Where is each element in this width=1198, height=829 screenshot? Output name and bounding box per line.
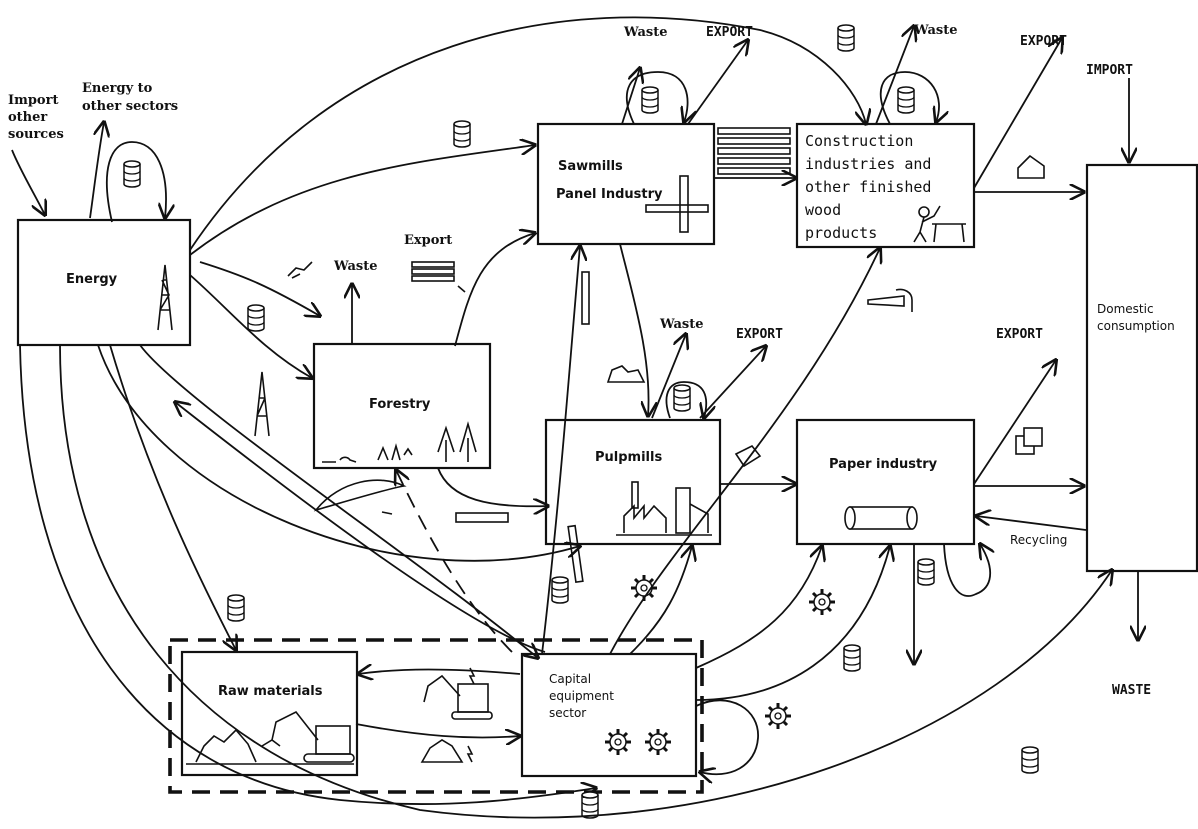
energy-other-label-2: other sectors [82, 99, 178, 114]
barrel-icon [844, 645, 860, 671]
node-construction: Construction industries and other finish… [797, 124, 974, 247]
node-raw-materials: Raw materials [182, 652, 357, 775]
construction-line-4: wood [805, 201, 841, 219]
waste-pulp-label: Waste [659, 317, 704, 332]
barrel-icon [454, 121, 470, 147]
barrel-icon [248, 305, 264, 331]
barrel-icon [674, 385, 690, 411]
barrel-icon [124, 161, 140, 187]
paper-industry-label: Paper industry [829, 457, 938, 472]
node-sawmills: Sawmills Panel Industry [538, 124, 714, 244]
node-forestry: Forestry [314, 344, 490, 468]
capital-line-3: sector [549, 706, 586, 720]
domestic-line-2: consumption [1097, 319, 1175, 333]
import-other-label-3: sources [8, 127, 64, 142]
energy-label: Energy [66, 272, 118, 287]
barrel-icon [1022, 747, 1038, 773]
gear-icon [631, 575, 657, 601]
node-domestic: Domestic consumption [1087, 165, 1197, 571]
export-pulp-label: EXPORT [736, 327, 783, 342]
hammer-icon [868, 289, 912, 312]
domestic-line-1: Domestic [1097, 302, 1154, 316]
construction-line-1: Construction [805, 132, 913, 150]
capital-line-1: Capital [549, 672, 591, 686]
import-other-label-1: Import [8, 93, 58, 108]
waste-sawmills-label: Waste [623, 25, 668, 40]
barrel-icon [582, 792, 598, 818]
recycling-label: Recycling [1010, 533, 1067, 547]
construction-line-3: other finished [805, 178, 931, 196]
waste-construction-label: Waste [913, 23, 958, 38]
paper-sheets-icon [1016, 428, 1042, 454]
capital-line-2: equipment [549, 689, 614, 703]
node-capital-equipment: Capital equipment sector [522, 654, 696, 776]
barrel-icon [918, 559, 934, 585]
node-paper: Paper industry [797, 420, 974, 544]
gear-icon [765, 703, 791, 729]
panel-industry-label: Panel Industry [556, 187, 663, 202]
construction-line-2: industries and [805, 155, 931, 173]
export-sawmills-label: EXPORT [706, 25, 753, 40]
export-forestry-label: Export [404, 233, 452, 248]
excavator-icon [424, 668, 492, 719]
house-icon [1018, 156, 1044, 178]
ore-pile-icon [422, 740, 472, 762]
barrel-icon [552, 577, 568, 603]
node-energy: Energy [18, 220, 190, 345]
barrel-icon [642, 87, 658, 113]
gear-icon [809, 589, 835, 615]
barrel-icon [838, 25, 854, 51]
sawmills-label: Sawmills [558, 159, 623, 174]
barrel-icon [898, 87, 914, 113]
forestry-label: Forestry [369, 397, 431, 412]
export-paper-label: EXPORT [996, 327, 1043, 342]
pulp-roll-icon [736, 446, 760, 466]
barrel-icon [228, 595, 244, 621]
energy-other-label-1: Energy to [82, 81, 153, 96]
drilling-rig-icon [255, 372, 269, 436]
waste-forestry-label: Waste [333, 259, 378, 274]
import-domestic-label: IMPORT [1086, 63, 1133, 78]
raw-materials-label: Raw materials [218, 684, 323, 699]
pulpmills-label: Pulpmills [595, 450, 662, 465]
import-other-label-2: other [8, 110, 47, 125]
construction-line-5: products [805, 224, 877, 242]
export-construction-label: EXPORT [1020, 34, 1067, 49]
waste-domestic-label: WASTE [1112, 683, 1151, 698]
